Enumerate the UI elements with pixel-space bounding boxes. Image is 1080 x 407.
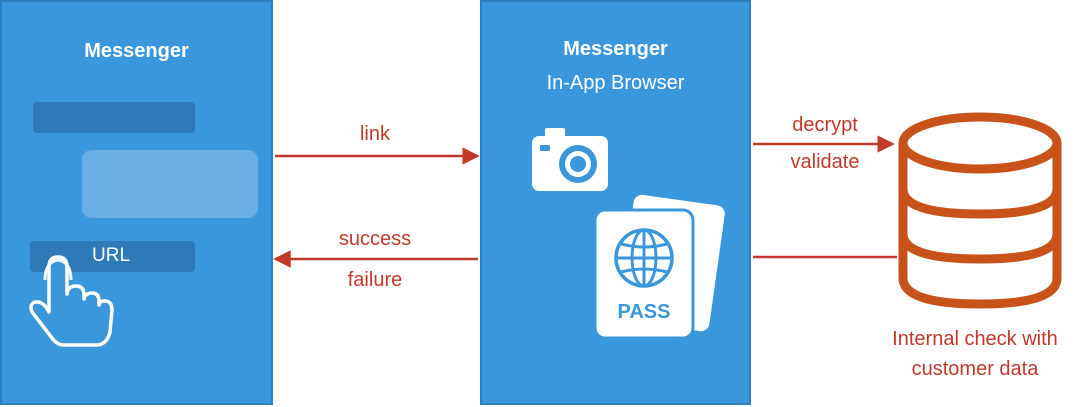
success-label: success: [338, 228, 412, 250]
validate-label: validate: [790, 151, 860, 173]
messenger-panel: Messenger URL: [0, 0, 273, 405]
browser-title: Messenger: [563, 38, 668, 60]
database-caption-line2: customer data: [911, 358, 1039, 380]
decrypt-label: decrypt: [792, 114, 858, 136]
url-label: URL: [92, 245, 131, 266]
browser-subtitle: In-App Browser: [546, 72, 685, 94]
message-bubble-placeholder-large: [82, 150, 258, 218]
messenger-title: Messenger: [84, 40, 189, 62]
failure-label: failure: [347, 269, 403, 291]
link-label: link: [359, 123, 390, 145]
passport-label: PASS: [618, 301, 671, 323]
database-caption-line1: Internal check with: [892, 328, 1058, 350]
message-bubble-placeholder: [33, 102, 195, 133]
hand-pointer-icon: [29, 255, 114, 347]
